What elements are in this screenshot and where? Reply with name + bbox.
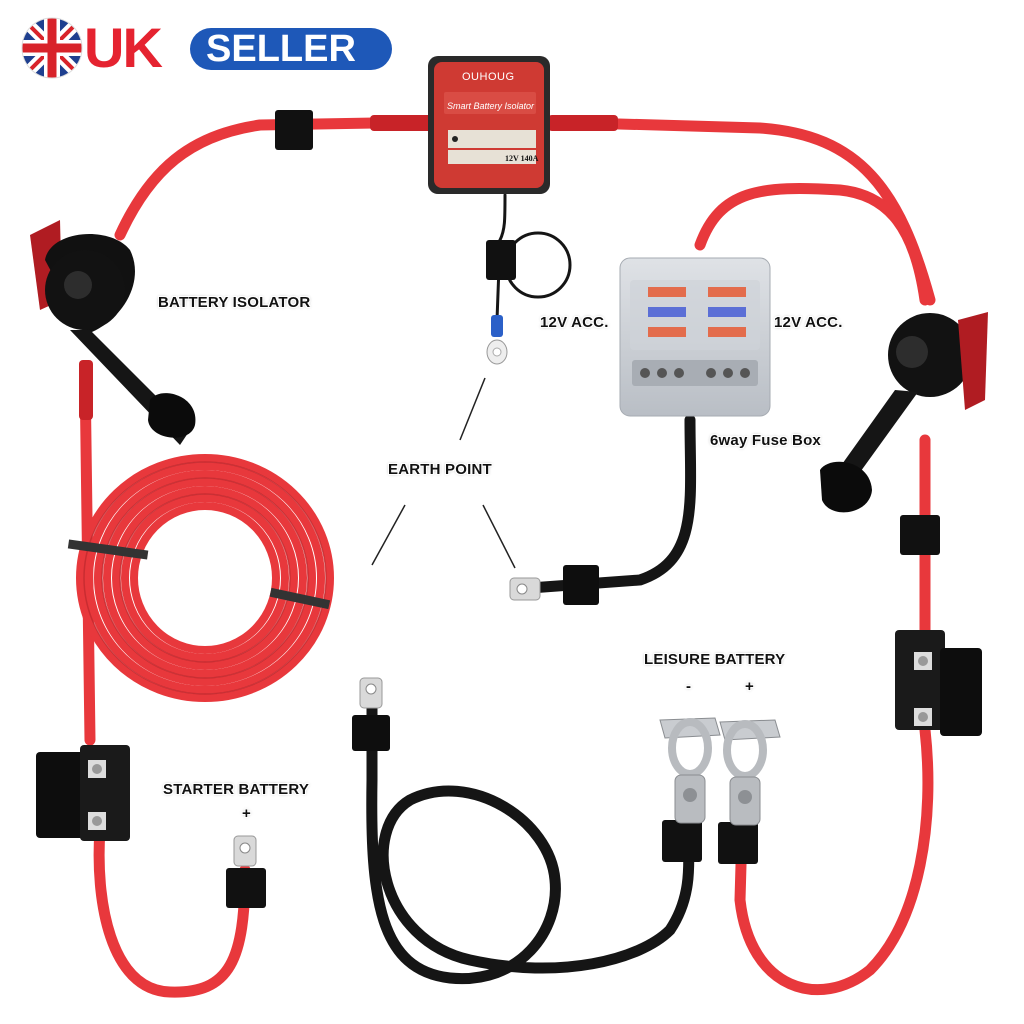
cable-clip (226, 110, 940, 908)
badge-pill (190, 28, 392, 70)
battery-isolator-switch-left (30, 220, 196, 445)
badge-uk-text: UK (84, 16, 163, 79)
battery-post-clamp-negative (659, 717, 721, 824)
isolator-earth-terminal (486, 240, 516, 365)
label-starter-plus: + (242, 805, 251, 822)
inline-fuse-holder-left (36, 745, 130, 841)
starter-ring-terminal (233, 835, 257, 867)
heat-shrink-sleeve (79, 360, 93, 420)
label-leisure-minus: - (686, 678, 692, 695)
label-earth-point: EARTH POINT (388, 461, 492, 478)
isolator-rating: 12V 140A (505, 154, 539, 163)
smart-battery-isolator (428, 56, 550, 194)
inline-fuse-holder-right (895, 630, 982, 736)
six-way-fuse-box (619, 257, 771, 417)
label-12v-acc-left: 12V ACC. (540, 314, 609, 331)
heat-shrink-sleeve (370, 115, 440, 131)
cable-tie (269, 587, 331, 610)
label-battery-isolator: BATTERY ISOLATOR (158, 294, 311, 311)
earth-point-pointers (371, 377, 516, 569)
label-leisure-plus: + (745, 678, 754, 695)
earth-ring-terminal (352, 677, 390, 751)
isolator-subtitle: Smart Battery Isolator (447, 101, 535, 111)
label-fuse-box: 6way Fuse Box (710, 432, 821, 449)
blade-fuses (648, 287, 746, 337)
label-12v-acc-right: 12V ACC. (774, 314, 843, 331)
red-cables (79, 116, 936, 998)
uk-seller-badge: UK SELLER (20, 14, 392, 82)
isolator-brand: OUHOUG (462, 71, 515, 83)
heat-shrink-sleeve (548, 115, 618, 131)
earth-ring-terminal (509, 565, 599, 605)
battery-post-clamp-positive (719, 719, 781, 826)
cable-tie (67, 539, 149, 560)
red-cable-coil (76, 454, 334, 702)
battery-isolator-switch-right (820, 312, 988, 513)
uk-flag-icon (21, 17, 83, 79)
badge-seller-text: SELLER (206, 28, 356, 70)
label-leisure-battery: LEISURE BATTERY (644, 651, 786, 668)
red-cable-coil-shading (83, 461, 327, 695)
label-starter-battery: STARTER BATTERY (163, 781, 310, 798)
